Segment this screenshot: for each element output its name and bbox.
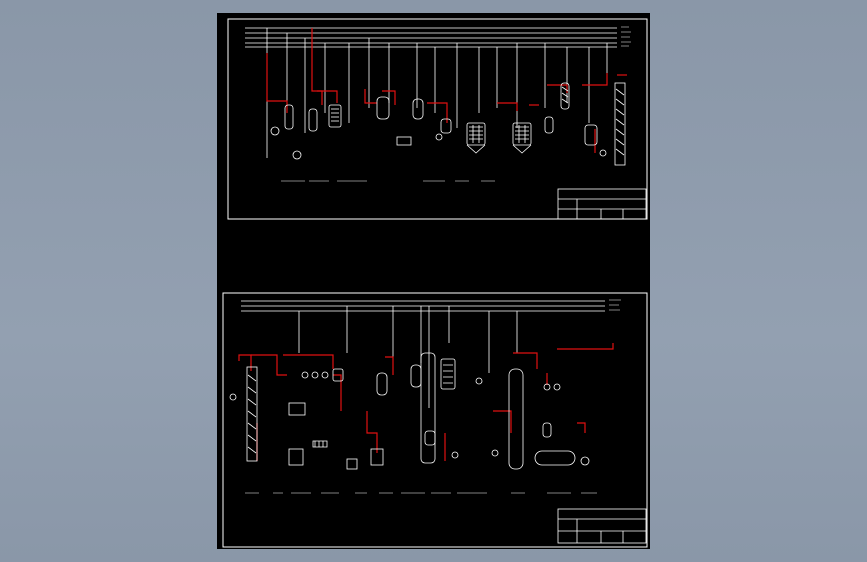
bottom-vertical-drops	[298, 306, 518, 408]
pump-symbol	[599, 149, 607, 157]
pump-symbol	[311, 371, 319, 379]
crystallizer-symbol	[512, 122, 532, 146]
vessel-symbol	[308, 108, 318, 132]
drawing-bottom	[222, 292, 648, 548]
pump-symbol	[292, 150, 302, 160]
tank-symbol	[370, 448, 384, 466]
vessel-symbol	[440, 118, 452, 134]
drawing-top	[227, 18, 648, 220]
bottom-equipment	[229, 352, 590, 470]
vent-symbol	[229, 393, 237, 401]
top-equipment	[270, 82, 626, 166]
heat-exchanger-symbol	[328, 104, 342, 128]
vessel-symbol	[410, 364, 422, 388]
vessel-symbol	[542, 422, 552, 438]
top-process-lines	[266, 28, 627, 153]
pump-symbol	[301, 371, 309, 379]
reactor-symbol	[376, 96, 390, 120]
tank-symbol	[288, 448, 304, 466]
absorber-column-symbol	[420, 352, 436, 464]
vessel-symbol	[284, 104, 294, 130]
distillation-column-symbol	[246, 366, 258, 462]
stripper-column-symbol	[508, 368, 524, 470]
top-utility-labels	[621, 26, 631, 47]
bottom-utility-headers	[241, 300, 605, 312]
pump-symbol	[491, 449, 499, 457]
vessel-symbol	[376, 372, 388, 396]
pump-symbol	[321, 371, 329, 379]
top-frame	[227, 18, 648, 220]
top-vertical-drops	[266, 28, 608, 158]
drawing-canvas	[222, 18, 648, 548]
top-title-block	[557, 188, 647, 220]
bottom-frame	[222, 292, 648, 548]
distillation-column-symbol	[614, 82, 626, 166]
pump-symbol	[580, 456, 590, 466]
bottom-title-block	[557, 508, 647, 544]
bottom-utility-labels	[609, 299, 621, 311]
separator-symbol	[544, 116, 554, 134]
pump-symbol	[270, 126, 280, 136]
vessel-symbol	[412, 98, 424, 120]
tank-symbol	[346, 458, 358, 470]
pump-symbol	[553, 383, 561, 391]
separator-symbol	[424, 430, 436, 446]
pump-symbol	[451, 451, 459, 459]
column-symbol	[560, 82, 570, 110]
evaporator-symbol	[584, 124, 598, 146]
crystallizer-symbol	[466, 122, 486, 146]
pump-symbol	[435, 133, 443, 141]
tank-symbol	[396, 136, 412, 146]
bottom-process-lines	[238, 343, 614, 461]
drawing-sheet	[217, 13, 650, 549]
drum-symbol	[534, 450, 576, 466]
heat-exchanger-symbol	[332, 368, 344, 382]
pump-symbol	[475, 377, 483, 385]
top-utility-headers	[245, 27, 617, 48]
tank-symbol	[288, 402, 306, 416]
pump-symbol	[543, 383, 551, 391]
condenser-symbol	[440, 358, 456, 390]
